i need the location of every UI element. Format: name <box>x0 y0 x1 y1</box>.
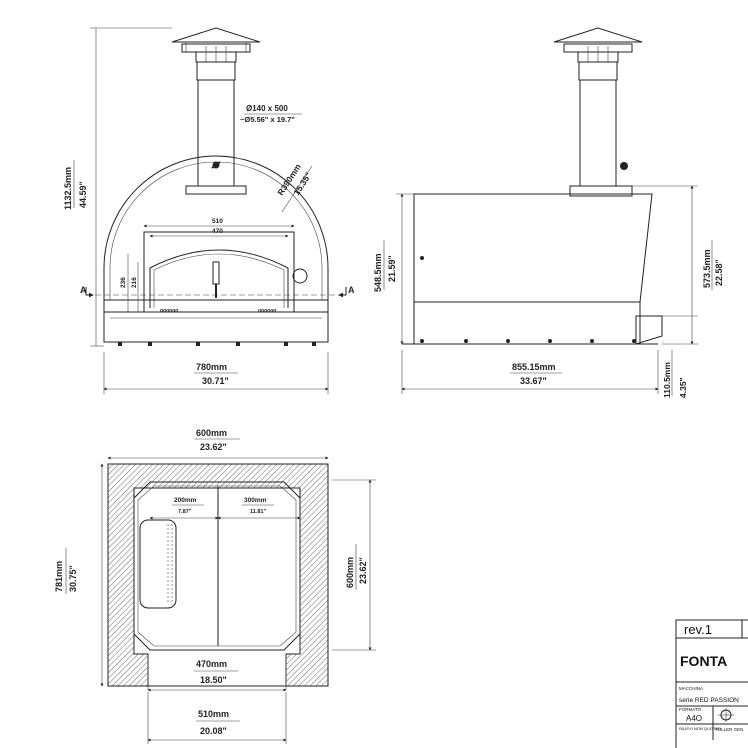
plan-left-mm: 781mm <box>54 561 64 592</box>
side-chimney-cap-icon <box>553 27 643 43</box>
oven-dome <box>103 155 329 300</box>
side-damper-icon <box>620 162 628 170</box>
section-label-right: A <box>348 285 355 295</box>
plan-view: 600mm 23.62" 200mm 7.87" 300mm 11.81" 78… <box>54 428 376 744</box>
side-view: 548.5mm 21.59" 573.5mm 22.58" 855.15mm 3… <box>373 27 724 398</box>
side-body <box>413 193 653 303</box>
plan-inner-200-mm: 200mm <box>174 497 197 504</box>
front-height-in: 44.59" <box>78 181 88 208</box>
plan-mouth-mm: 470mm <box>196 659 227 669</box>
door-height-236: 236 <box>120 277 127 288</box>
plan-inner-200-in: 7.87" <box>178 509 192 515</box>
plan-bottom-mm: 510mm <box>198 709 229 719</box>
plan-chamber <box>133 481 301 651</box>
series-name: serie RED PASSION <box>679 697 739 704</box>
side-depth-in: 33.67" <box>520 376 547 386</box>
plan-mouth-in: 18.50" <box>200 675 227 685</box>
side-foot-mm: 110.5mm <box>662 362 672 398</box>
front-height-mm: 1132.5mm <box>63 167 73 210</box>
section-label-left: A <box>80 285 87 295</box>
side-right-height-in: 22.58" <box>714 259 724 286</box>
chimney-cap-icon <box>171 27 261 43</box>
thermometer-icon <box>292 268 308 284</box>
format-value: A4O <box>686 714 702 723</box>
plan-top-in: 23.62" <box>200 442 227 452</box>
side-foot-in: 4.35" <box>678 377 688 398</box>
plan-inner-300-in: 11.81" <box>250 509 266 515</box>
svg-text:oooooo: oooooo <box>258 308 276 314</box>
plan-right-mm: 600mm <box>345 557 355 588</box>
front-width-mm: 780mm <box>196 362 227 372</box>
plan-left-in: 30.75" <box>68 565 78 592</box>
brand-logo: FONTA <box>680 653 727 669</box>
inner-width-510: 510 <box>212 218 223 225</box>
flue-pipe <box>197 79 235 187</box>
svg-text:oooooo: oooooo <box>160 308 178 314</box>
quotes-label: RILIEVI NON QUOTATI <box>679 726 721 731</box>
flue-dimension: Ø140 x 500 <box>246 104 288 113</box>
side-height-mm: 548.5mm <box>373 253 383 292</box>
door-height-216: 216 <box>131 277 138 288</box>
side-right-height-mm: 573.5mm <box>702 249 712 288</box>
plan-burner <box>139 519 177 609</box>
tolerance-label: TOLLER GEN <box>715 727 743 732</box>
flue-dimension-in: ~Ø5.56" x 19.7" <box>240 115 295 124</box>
format-label: FORMATO <box>679 707 702 712</box>
side-depth-mm: 855.15mm <box>512 362 556 372</box>
plan-bottom-in: 20.08" <box>200 726 227 736</box>
title-block: rev.1 FONTA MACCHINA serie RED PASSION F… <box>675 619 748 748</box>
plan-top-mm: 600mm <box>196 428 227 438</box>
front-view: oooooo oooooo A A 1132.5mm 44.59" Ø140 x… <box>63 27 355 394</box>
revision: rev.1 <box>684 622 712 637</box>
side-height-in: 21.59" <box>387 255 397 282</box>
inner-width-470: 470 <box>212 228 223 235</box>
front-width-in: 30.71" <box>202 376 229 386</box>
machine-label: MACCHINA <box>679 686 703 691</box>
plan-right-in: 23.62" <box>358 557 368 584</box>
plan-inner-300-mm: 300mm <box>244 497 267 504</box>
